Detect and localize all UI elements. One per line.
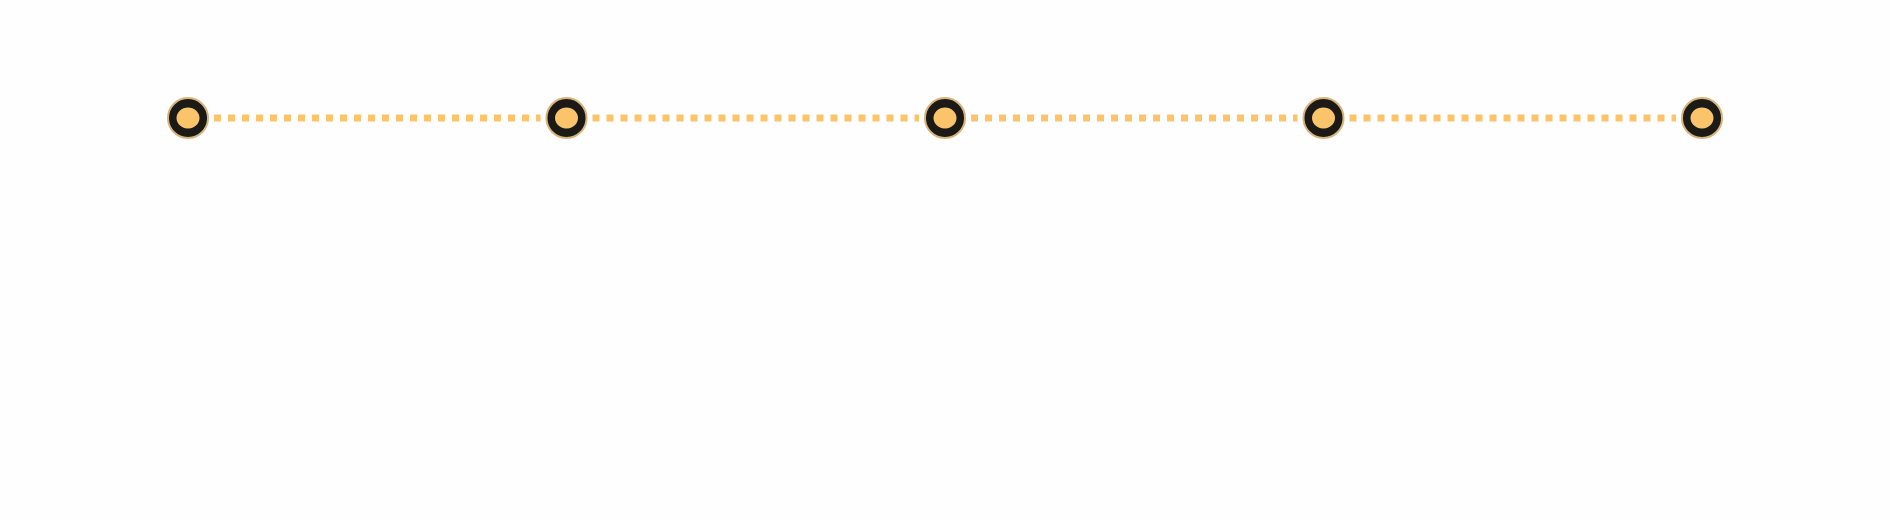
node-core	[933, 107, 957, 129]
ring-dot-node-icon	[545, 97, 588, 139]
node-core	[176, 107, 200, 129]
node-core	[1312, 107, 1335, 129]
ring-dot-node-icon	[1302, 97, 1345, 139]
node-core	[1690, 107, 1714, 129]
ring-dot-node-icon	[924, 97, 966, 139]
ring-dot-node-icon	[167, 97, 209, 139]
node-group	[167, 97, 1723, 139]
node-core	[555, 107, 578, 129]
ring-dot-node-icon	[1681, 97, 1723, 139]
